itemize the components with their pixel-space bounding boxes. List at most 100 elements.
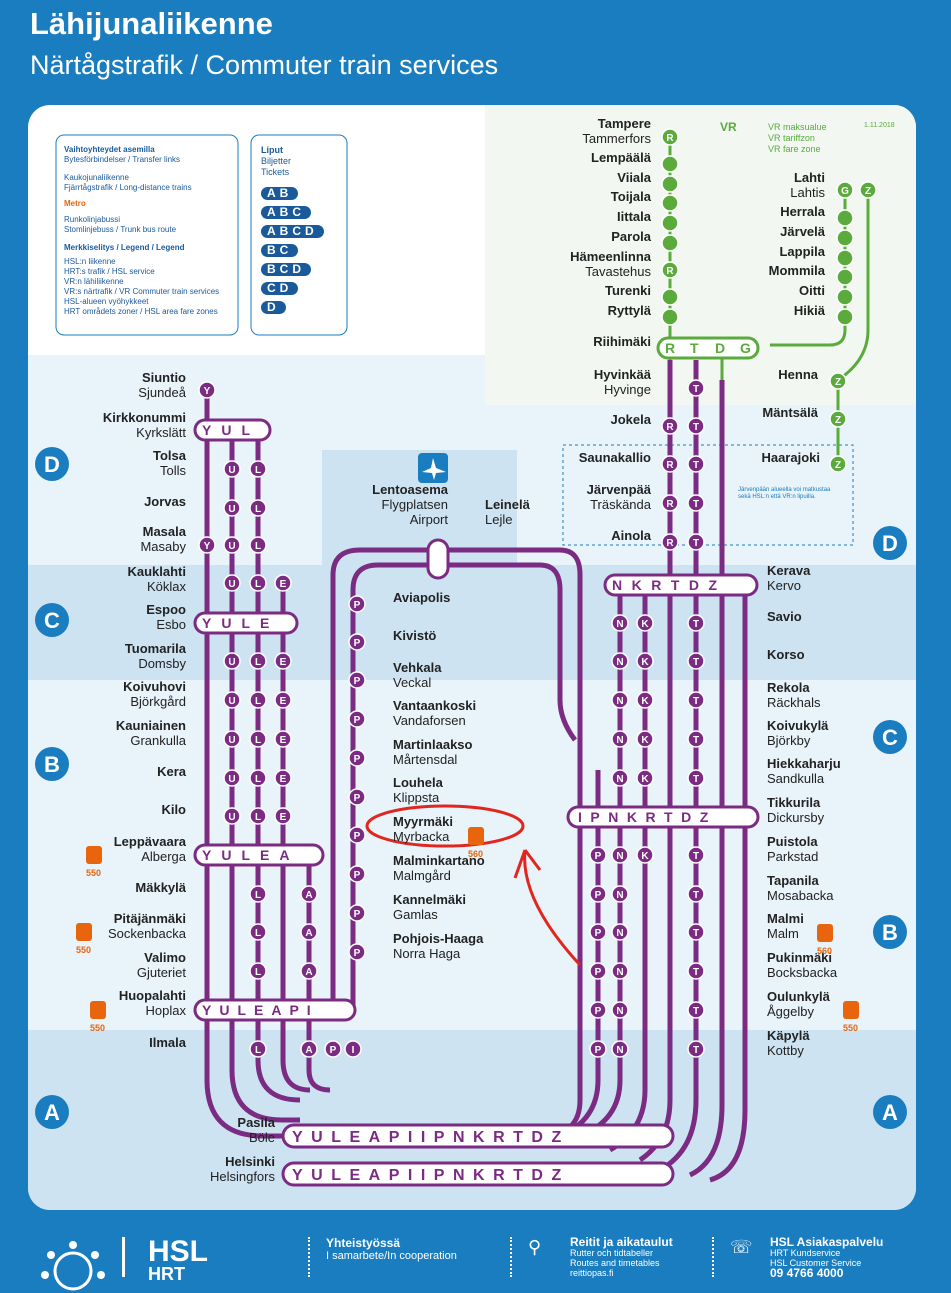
pasila-line-letters: YULEAPIIPNKRTDZ [292,1129,570,1146]
station-name: Haarajoki [761,450,820,465]
line-letter-K: K [641,735,649,746]
route-map: D C B A D C B A [28,105,916,1210]
station-name: Malminkartano [393,853,485,868]
line-letter-E: E [280,579,287,590]
line-letter-A: A [305,967,312,978]
line-letter-K: K [641,696,649,707]
station-dot [589,846,607,864]
station-ring-2: Aviapolis [393,590,450,605]
station-name: Helsinki [225,1154,275,1169]
station-dot [223,574,241,592]
station-dot [249,730,267,748]
station-name: Aviapolis [393,590,451,605]
station-name: Kirkkonummi [102,410,186,425]
station-dot [687,691,705,709]
station-name: Turenki [605,283,651,298]
line-letter-Z: Z [835,415,841,426]
footer-service-sub2: HSL Customer Service [770,1258,862,1268]
station-name-sv: Grankulla [130,733,186,748]
footer-phone[interactable]: 09 4766 4000 [770,1266,844,1280]
station-dot [859,181,877,199]
line-letter-K: K [641,774,649,785]
station-lahti-5: Oitti [799,283,825,298]
line-letter-L: L [255,812,261,823]
station-dot [589,1001,607,1019]
footer-routes-url[interactable]: reittiopas.fi [570,1268,614,1278]
line-letter-L: L [255,696,261,707]
station-dot [348,865,366,883]
station-dot [829,455,847,473]
station-name-sv: Kottby [767,1043,804,1058]
station-name: Leppävaara [113,834,186,849]
station-name: Tuomarila [124,641,186,656]
station-lahti-7: Henna [778,367,818,382]
station-name-sv: Sandkulla [767,771,825,786]
line-letter-A: A [305,1045,312,1056]
bus-icon [86,846,102,864]
station-dot [223,652,241,670]
station-name: Espoo [146,602,186,617]
station-dot [836,181,854,199]
station-right-11: Jokela [611,412,651,427]
station-name: Pohjois-Haaga [393,931,484,946]
line-letter-N: N [616,657,623,668]
station-name-sv: Räckhals [767,695,821,710]
station-name-sv: Lahtis [790,185,825,200]
station-name-sv: Domsby [138,656,186,671]
huopalahti-line-letters: YULEAPI [202,1002,319,1018]
station-name: Siuntio [141,370,186,385]
footer-service-sub1: HRT Kundservice [770,1248,841,1258]
station-name-sv: Hoplax [145,1003,186,1018]
station-name-sv: Malmgård [393,868,451,883]
station-dot [300,962,318,980]
station-dot [223,691,241,709]
station-dot [687,962,705,980]
map-card: D C B A D C B A [28,105,916,1210]
line-letter-E: E [280,812,287,823]
station-dot [274,691,292,709]
station-dot [249,499,267,517]
station-dot [300,885,318,903]
station-dot [687,846,705,864]
station-name: Tikkurila [767,795,821,810]
line-letter-T: T [693,696,699,707]
kerava-line-letters: NKRTDZ [612,577,727,593]
vr-note-3: VR fare zone [768,144,821,154]
station-name: Hämeenlinna [570,249,651,264]
station-name-sv: Norra Haga [393,946,461,961]
station-right-8: Ryttylä [608,303,651,318]
zone-marker-c-left: C [35,603,69,637]
legend-transfers-title: Vaihtoyhteydet asemilla [64,145,155,154]
line-letter-U: U [228,504,235,515]
zone-marker-b-right: B [873,915,907,949]
station-lahti-4: Mommila [769,263,825,278]
station-lahti-1: Herrala [780,204,825,219]
station-name: Koivukylä [767,718,829,733]
station-right-1: Lempäälä [591,150,651,165]
line-letter-E: E [280,735,287,746]
line-letter-K: K [641,851,649,862]
line-letter-E: E [280,774,287,785]
hsl-logo-icon [41,1241,105,1291]
tikkurila-line-letters: IPNKRTDZ [578,809,717,825]
station-name: Pasila [237,1115,275,1130]
line-letter-T: T [693,1045,699,1056]
station-left-3: Jorvas [144,494,186,509]
station-dot [687,494,705,512]
station-name: Lahti [793,170,825,185]
station-lahti-8: Mäntsälä [762,405,818,420]
line-letter-Y: Y [204,541,211,552]
station-dot [661,261,679,279]
